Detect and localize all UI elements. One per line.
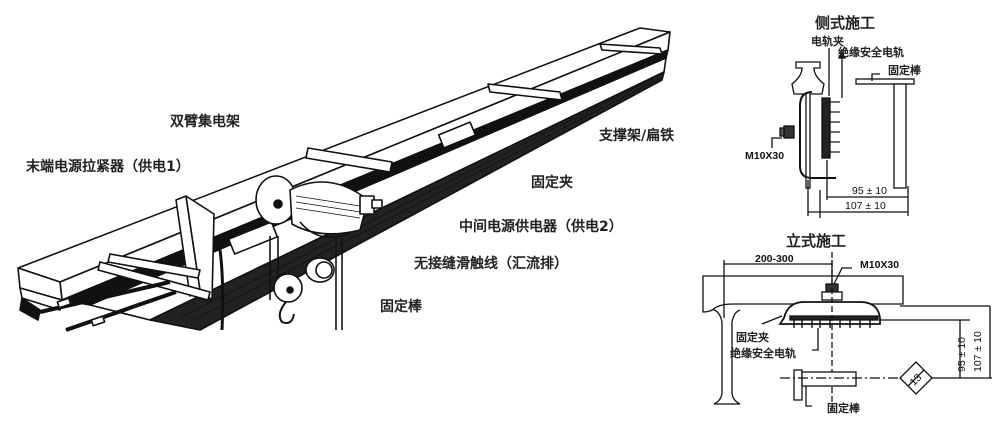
vertical-span-dim: 200-300 xyxy=(755,253,794,265)
label-insulated-safe-rail: 绝缘安全电轨 xyxy=(838,46,904,59)
label-side-fixing-rod: 固定棒 xyxy=(888,64,921,77)
side-dim-107: 107 ± 10 xyxy=(845,200,886,212)
label-end-power-tensioner: 末端电源拉紧器（供电1） xyxy=(26,159,190,175)
vertical-dim-95: 95 ± 10 xyxy=(956,337,968,372)
label-side-bolt: M10X30 xyxy=(745,150,785,162)
label-rail-clamp: 电轨夹 xyxy=(811,35,844,48)
label-fixing-rod: 固定棒 xyxy=(380,299,422,315)
label-double-arm-collector: 双臂集电架 xyxy=(170,114,240,130)
label-vertical-fixing-clamp: 固定夹 xyxy=(736,331,769,344)
side-dim-95: 95 ± 10 xyxy=(852,185,887,197)
vertical-dim-107: 107 ± 10 xyxy=(972,331,984,372)
label-middle-power-feeder: 中间电源供电器（供电2） xyxy=(459,219,623,235)
wrench-size-label: 13 xyxy=(907,371,925,389)
label-support-flat-iron: 支撑架/扁铁 xyxy=(599,128,675,144)
side-install-title: 侧式施工 xyxy=(815,14,876,32)
vertical-install-title: 立式施工 xyxy=(786,232,847,250)
label-vertical-insulated-safe-rail: 绝缘安全电轨 xyxy=(730,347,796,360)
label-vertical-bolt: M10X30 xyxy=(860,259,900,271)
label-seamless-trolley-line: 无接缝滑触线（汇流排） xyxy=(414,256,568,272)
trolley-line-isometric-drawing xyxy=(17,27,671,332)
label-vertical-fixing-rod: 固定棒 xyxy=(827,402,860,415)
label-fixing-clamp: 固定夹 xyxy=(531,175,573,191)
